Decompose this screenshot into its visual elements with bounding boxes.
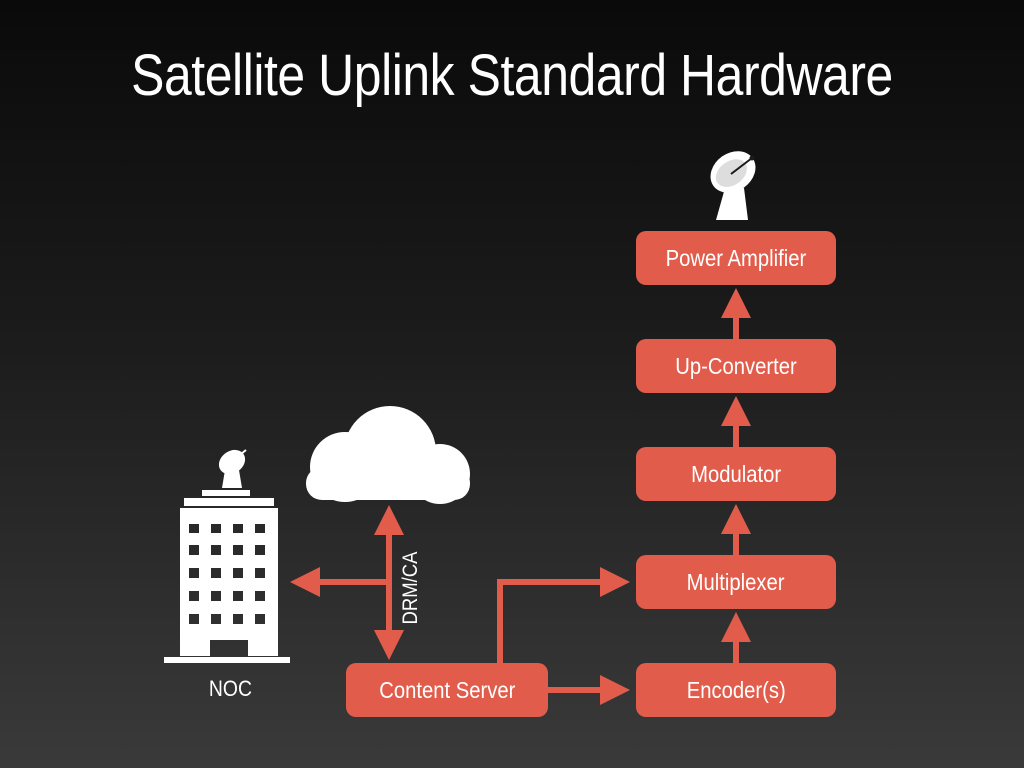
- building-icon: [164, 449, 290, 663]
- satellite-dish-icon: [710, 151, 756, 220]
- encoders-box: Encoder(s): [636, 663, 836, 717]
- satellite-dish-icon: [218, 449, 247, 488]
- drm-ca-label: DRM/CA: [399, 551, 422, 625]
- multiplexer-box: Multiplexer: [636, 555, 836, 609]
- encoders-label: Encoder(s): [686, 676, 786, 703]
- multiplexer-label: Multiplexer: [687, 568, 785, 595]
- noc-label-container: NOC: [180, 676, 280, 702]
- content-server-box: Content Server: [346, 663, 548, 717]
- noc-label: NOC: [208, 676, 252, 701]
- content-server-label: Content Server: [378, 676, 516, 703]
- power-amplifier-label: Power Amplifier: [665, 244, 807, 271]
- up-converter-label: Up-Converter: [675, 352, 797, 379]
- power-amplifier-box: Power Amplifier: [636, 231, 836, 285]
- up-converter-box: Up-Converter: [636, 339, 836, 393]
- modulator-label: Modulator: [690, 460, 782, 487]
- slide-title: Satellite Uplink Standard Hardware: [131, 43, 893, 108]
- modulator-box: Modulator: [636, 447, 836, 501]
- arrow-content-server-to-multiplexer: [497, 567, 630, 665]
- cloud-icon: [306, 406, 470, 504]
